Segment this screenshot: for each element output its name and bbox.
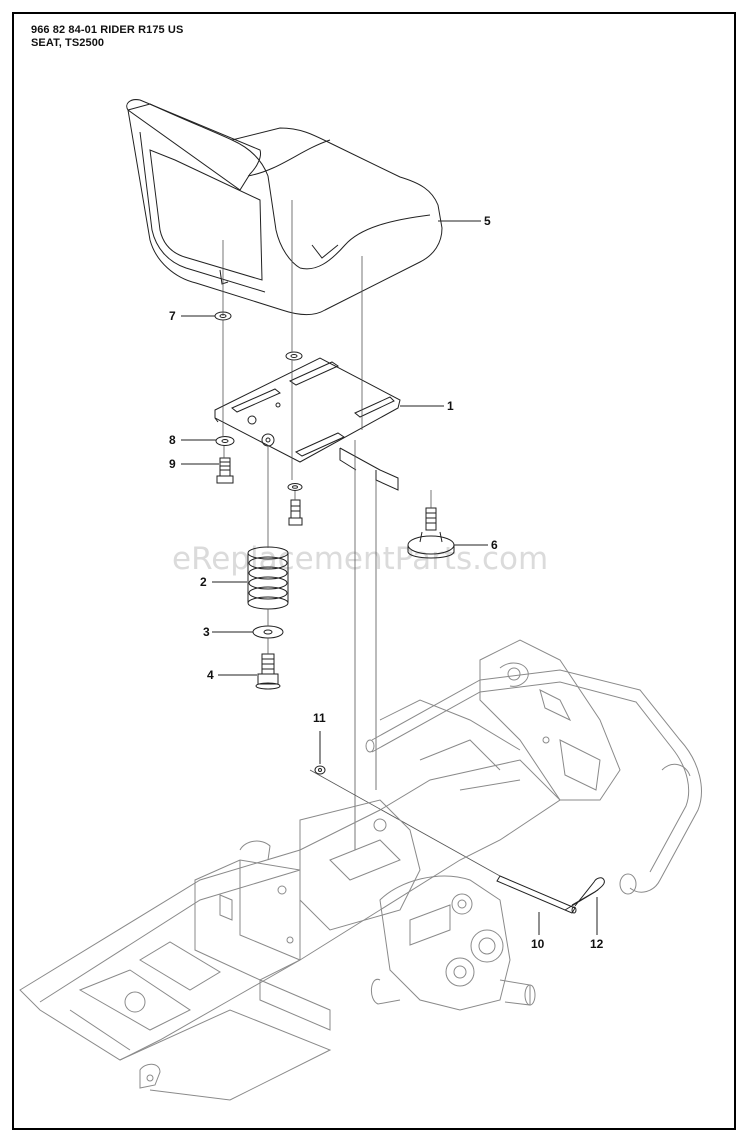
callout-12: 12 bbox=[590, 937, 604, 951]
seat-plate[interactable] bbox=[214, 357, 401, 491]
washer-lower[interactable] bbox=[287, 483, 303, 491]
callout-10: 10 bbox=[531, 937, 545, 951]
callout-9: 9 bbox=[169, 457, 176, 471]
model-title: 966 82 84-01 RIDER R175 US bbox=[31, 24, 184, 36]
watermark-text: eReplacementParts.com bbox=[172, 541, 548, 577]
callout-3: 3 bbox=[203, 625, 210, 639]
pin-10[interactable] bbox=[496, 875, 577, 914]
callout-1: 1 bbox=[447, 399, 454, 413]
callout-8: 8 bbox=[169, 433, 176, 447]
callout-2: 2 bbox=[200, 575, 207, 589]
assembly-title: SEAT, TS2500 bbox=[31, 37, 105, 49]
clip-11[interactable] bbox=[314, 765, 326, 775]
bolt-9[interactable] bbox=[216, 457, 234, 484]
seat[interactable] bbox=[126, 99, 443, 315]
assembly-lines bbox=[222, 200, 501, 877]
callout-7: 7 bbox=[169, 309, 176, 323]
bolt-lower[interactable] bbox=[288, 499, 303, 526]
rider-frame bbox=[19, 639, 702, 1101]
callout-6: 6 bbox=[491, 538, 498, 552]
washer-8[interactable] bbox=[215, 436, 235, 446]
callout-leaders bbox=[181, 220, 598, 935]
washer-3[interactable] bbox=[252, 625, 284, 639]
hairpin-12[interactable] bbox=[564, 877, 605, 911]
washer-upper[interactable] bbox=[285, 351, 303, 361]
drawing-frame bbox=[12, 12, 736, 1130]
bolt-4[interactable] bbox=[255, 653, 281, 690]
callout-11: 11 bbox=[313, 711, 326, 725]
callout-5: 5 bbox=[484, 214, 491, 228]
callout-4: 4 bbox=[207, 668, 214, 682]
